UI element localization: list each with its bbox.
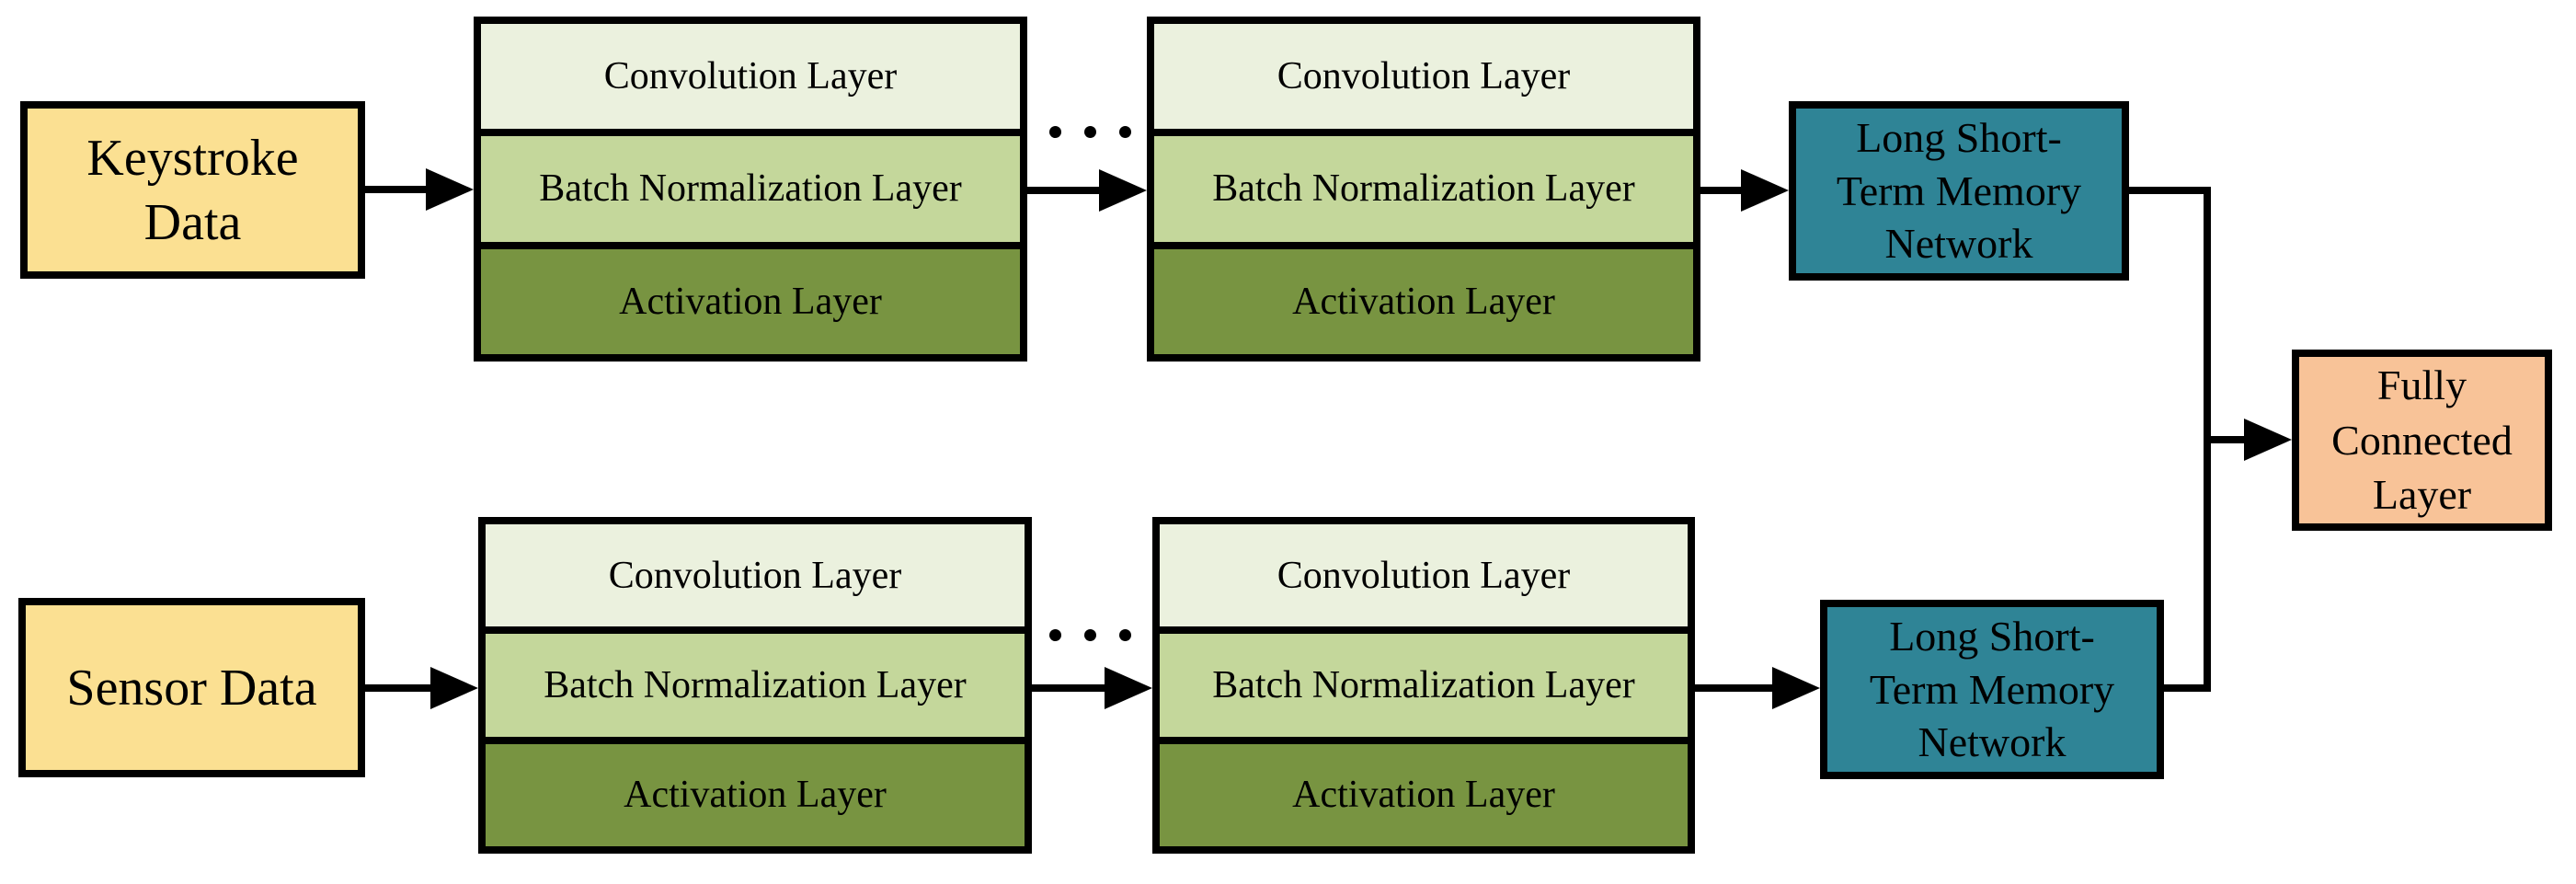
ellipsis-icon — [1049, 126, 1131, 138]
arrow-keystroke-to-cnn — [365, 186, 426, 193]
sensor-data-label: Sensor Data — [66, 659, 317, 717]
arrow-cnn-top-to-lstm — [1700, 187, 1741, 194]
cnn-stack-top-2: Convolution Layer Batch Normalization La… — [1147, 17, 1700, 362]
lstm-label-line2: Term Memory — [1836, 166, 2082, 214]
line-lstm-bottom-to-trunk — [2164, 684, 2211, 692]
ellipsis-dot — [1119, 126, 1131, 138]
fc-label-line3: Layer — [2372, 471, 2472, 519]
keystroke-data-label-line1: Keystroke — [86, 129, 299, 187]
lstm-label-line3: Network — [1884, 220, 2033, 268]
lstm-label-line1: Long Short- — [1889, 612, 2095, 660]
arrow-trunk-to-fc — [2207, 436, 2244, 443]
batch-normalization-layer-row: Batch Normalization Layer — [1160, 626, 1688, 737]
ellipsis-icon — [1049, 629, 1131, 641]
lstm-label-line1: Long Short- — [1856, 113, 2062, 161]
arrow-cnn-bottom-to-lstm — [1695, 684, 1772, 692]
ellipsis-dot — [1084, 629, 1096, 641]
cnn-stack-bottom-2: Convolution Layer Batch Normalization La… — [1152, 517, 1695, 854]
cnn-stack-top-1: Convolution Layer Batch Normalization La… — [474, 17, 1027, 362]
arrowhead-icon — [1105, 667, 1152, 709]
line-lstm-top-to-trunk — [2129, 187, 2211, 194]
keystroke-data-node: Keystroke Data — [20, 101, 365, 279]
batch-normalization-layer-row: Batch Normalization Layer — [486, 626, 1025, 737]
arrow-cnn-top-1-to-2 — [1027, 187, 1099, 194]
ellipsis-dot — [1084, 126, 1096, 138]
fc-label-line2: Connected — [2331, 416, 2513, 464]
fully-connected-node: Fully Connected Layer — [2292, 350, 2552, 531]
arrowhead-icon — [426, 168, 474, 211]
arrowhead-icon — [1099, 169, 1147, 212]
sensor-data-node: Sensor Data — [18, 598, 365, 777]
arrowhead-icon — [1772, 667, 1820, 709]
activation-layer-row: Activation Layer — [1160, 736, 1688, 846]
cnn-stack-bottom-1: Convolution Layer Batch Normalization La… — [478, 517, 1032, 854]
ellipsis-dot — [1049, 126, 1061, 138]
convolution-layer-row: Convolution Layer — [481, 24, 1020, 130]
lstm-top-node: Long Short- Term Memory Network — [1789, 101, 2129, 281]
ellipsis-dot — [1119, 629, 1131, 641]
convolution-layer-row: Convolution Layer — [1160, 524, 1688, 627]
activation-layer-row: Activation Layer — [481, 241, 1020, 354]
convolution-layer-row: Convolution Layer — [1154, 24, 1693, 130]
batch-normalization-layer-row: Batch Normalization Layer — [481, 129, 1020, 242]
lstm-label-line3: Network — [1918, 718, 2067, 766]
arrowhead-icon — [1741, 169, 1789, 212]
activation-layer-row: Activation Layer — [1154, 241, 1693, 354]
lstm-label-line2: Term Memory — [1869, 665, 2115, 713]
activation-layer-row: Activation Layer — [486, 736, 1025, 846]
arrowhead-icon — [2244, 419, 2292, 461]
keystroke-data-label-line2: Data — [143, 193, 242, 251]
ellipsis-dot — [1049, 629, 1061, 641]
convolution-layer-row: Convolution Layer — [486, 524, 1025, 627]
arrow-cnn-bottom-1-to-2 — [1032, 684, 1105, 692]
batch-normalization-layer-row: Batch Normalization Layer — [1154, 129, 1693, 242]
arrowhead-icon — [430, 667, 478, 709]
arrow-sensor-to-cnn — [365, 684, 430, 692]
fc-label-line1: Fully — [2376, 361, 2467, 408]
lstm-bottom-node: Long Short- Term Memory Network — [1820, 600, 2164, 779]
